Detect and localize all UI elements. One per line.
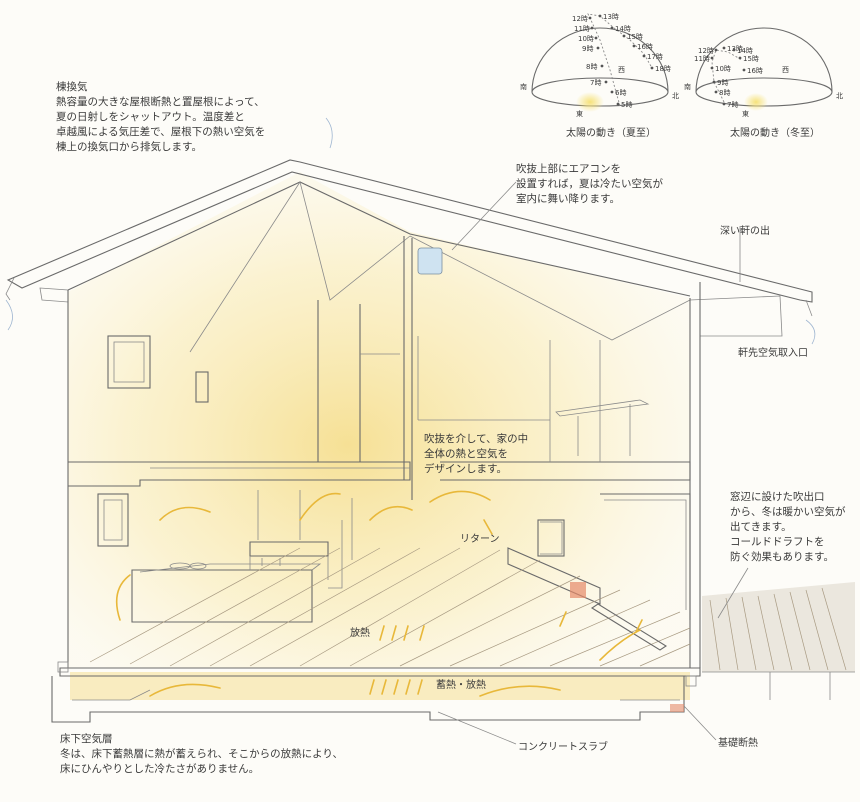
compass-west: 西 <box>782 66 789 74</box>
compass-west: 西 <box>618 66 625 74</box>
lower-window <box>97 493 129 547</box>
sun-hour-label: 9時 <box>582 45 593 53</box>
interior-glow <box>68 172 690 668</box>
kitchen-counter <box>131 490 353 623</box>
sun-hour-dot <box>604 80 608 84</box>
tv-cabinet <box>507 519 601 605</box>
sun-path-caption: 太陽の動き（夏至） <box>566 126 656 139</box>
sun-hour-dot <box>738 56 742 60</box>
ground-floor <box>59 667 701 677</box>
sun-hour-label: 7時 <box>727 101 738 109</box>
sun-hour-dot <box>616 102 620 106</box>
sun-hour-label: 10時 <box>578 35 594 43</box>
sun-hour-label: 14時 <box>615 25 631 33</box>
aircon-note: 吹抜上部にエアコンを 設置すれば，夏は冷たい空気が 室内に舞い降ります。 <box>516 163 663 205</box>
upper-small-window <box>195 371 209 403</box>
sun-hour-dot <box>596 46 600 50</box>
sun-hour-label: 18時 <box>655 65 671 73</box>
sun-hour-label: 12時 <box>572 15 588 23</box>
sun-hour-dot <box>598 14 602 18</box>
sun-hour-label: 13時 <box>603 13 619 21</box>
compass-north: 北 <box>836 92 843 100</box>
sun-glow <box>744 93 768 111</box>
ridge-vent-title: 棟換気 <box>56 81 88 93</box>
sun-hour-dot <box>710 56 714 60</box>
sun-hour-label: 12時 <box>698 47 714 55</box>
air-conditioner <box>417 247 443 275</box>
sun-glow <box>576 92 604 112</box>
sun-hour-label: 11時 <box>694 55 710 63</box>
sun-hour-dot <box>642 54 646 58</box>
wind-lines <box>5 117 816 345</box>
sun-hour-dot <box>610 26 614 30</box>
slab-label: コンクリートスラブ <box>518 740 608 753</box>
sun-hour-dot <box>588 16 592 20</box>
sun-hour-label: 6時 <box>615 89 626 97</box>
foundation <box>51 676 685 723</box>
storage-release-label: 蓄熱・放熱 <box>436 678 486 691</box>
foundation-insulation-label: 基礎断熱 <box>718 736 758 749</box>
compass-south: 南 <box>520 82 527 91</box>
underfloor-title: 床下空気層 <box>60 733 113 745</box>
sun-hour-dot <box>714 90 718 94</box>
sun-hour-dot <box>722 102 726 106</box>
sun-hour-label: 16時 <box>747 67 763 75</box>
sun-hour-dot <box>594 36 598 40</box>
sun-hour-label: 8時 <box>586 63 597 71</box>
sun-hour-dot <box>742 68 746 72</box>
sun-hour-label: 7時 <box>590 79 601 87</box>
sun-hour-label: 10時 <box>715 65 731 73</box>
warm-air-flow <box>115 490 643 697</box>
compass-east: 東 <box>576 109 583 118</box>
sun-hour-label: 15時 <box>743 55 759 63</box>
sun-hour-dot <box>622 34 626 38</box>
sun-hour-dot <box>722 46 726 50</box>
wood-deck <box>702 582 855 700</box>
sun-hour-label: 8時 <box>719 89 730 97</box>
eave-intake-label: 軒先空気取入口 <box>738 346 808 359</box>
compass-south: 南 <box>684 82 691 91</box>
sun-hour-label: 9時 <box>717 79 728 87</box>
sun-hour-label: 5時 <box>621 101 632 109</box>
window-outlet-note: 窓辺に設けた吹出口 から、冬は暖かい空気が 出てきます。 コールドドラフトを 防… <box>730 491 846 563</box>
floor-boards <box>89 547 691 667</box>
ridge-vent-description: 熱容量の大きな屋根断熱と置屋根によって、 夏の日射しをシャットアウト。温度差と … <box>56 96 266 153</box>
sun-hour-dot <box>600 64 604 68</box>
sun-hour-dot <box>710 66 714 70</box>
deep-eaves-label: 深い軒の出 <box>720 224 770 237</box>
underfloor-glow <box>70 672 690 700</box>
sun-hour-label: 15時 <box>627 33 643 41</box>
sun-hour-dot <box>712 80 716 84</box>
leader-lines <box>437 181 749 745</box>
roof <box>6 159 813 303</box>
sun-hour-dot <box>610 90 614 94</box>
sun-hour-label: 14時 <box>737 47 753 55</box>
sun-hour-dot <box>732 48 736 52</box>
sun-hour-dot <box>650 66 654 70</box>
sun-path-caption: 太陽の動き（冬至） <box>730 126 820 139</box>
sun-hour-label: 17時 <box>647 53 663 61</box>
sun-hour-label: 11時 <box>574 25 590 33</box>
house-section <box>5 117 855 723</box>
return-label: リターン <box>460 533 500 545</box>
atrium-note: 吹抜を介して、家の中 全体の熱と空気を デザインします。 <box>424 433 529 475</box>
underfloor-description: 冬は、床下蓄熱層に熱が蓄えられ、そこからの放熱により、 床にひんやりとした冷たさ… <box>60 748 343 775</box>
second-floor <box>68 461 411 487</box>
sun-hour-dot <box>714 48 718 52</box>
heat-release-label: 放熱 <box>350 626 370 639</box>
ceiling <box>67 181 691 297</box>
upper-window <box>107 335 151 389</box>
sun-hour-dot <box>632 44 636 48</box>
compass-north: 北 <box>672 92 679 100</box>
sun-hour-label: 16時 <box>637 43 653 51</box>
sun-hour-dot <box>590 26 594 30</box>
compass-east: 東 <box>742 109 749 118</box>
